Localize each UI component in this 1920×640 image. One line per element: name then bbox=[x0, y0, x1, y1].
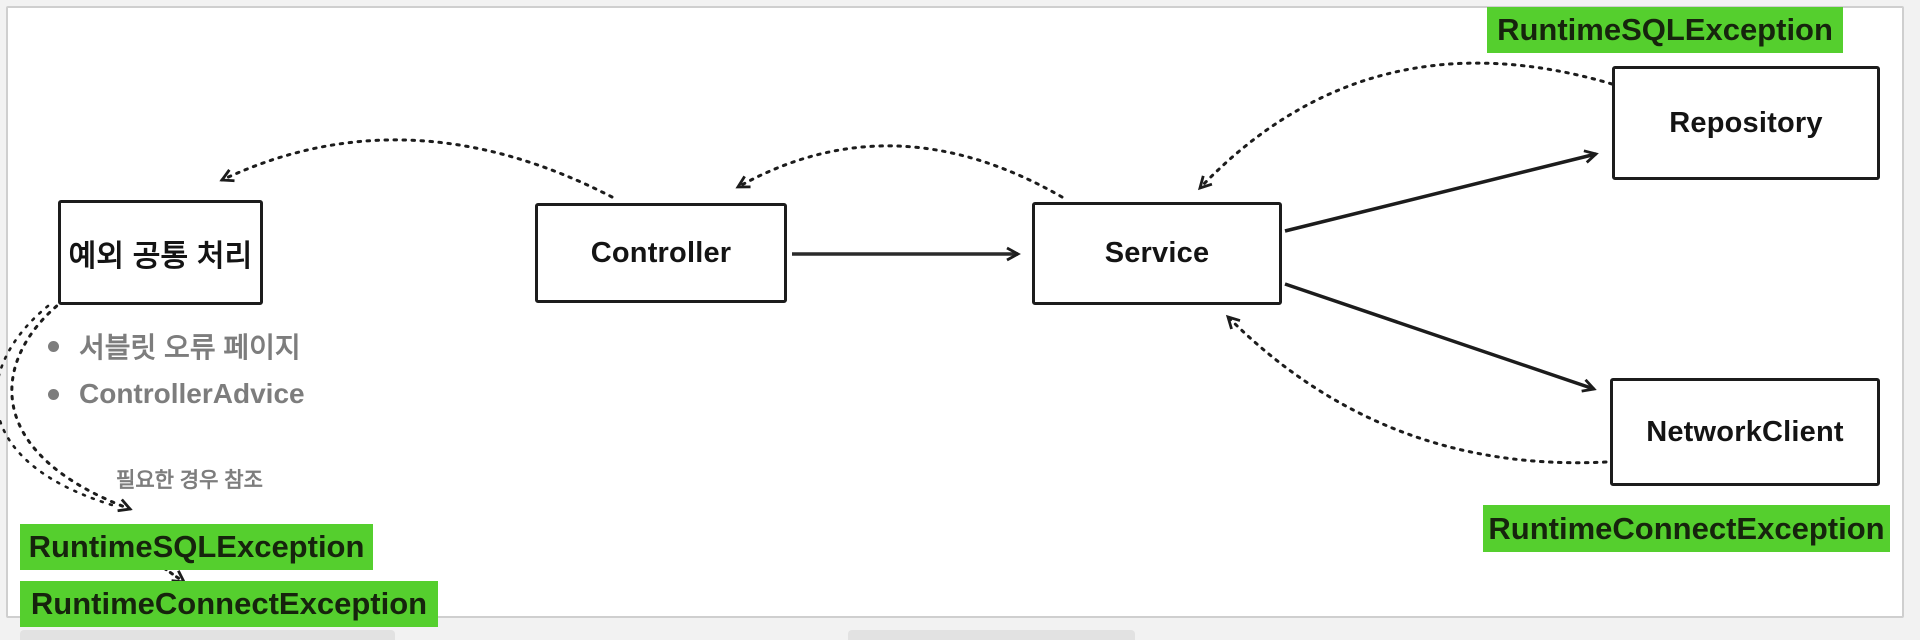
reference-note: 필요한 경우 참조 bbox=[116, 469, 263, 492]
handler-note-text: 서블릿 오류 페이지 bbox=[79, 332, 301, 363]
node-service-label: Service bbox=[1104, 237, 1210, 269]
handler-note-text: ControllerAdvice bbox=[79, 378, 305, 409]
node-repository-label: Repository bbox=[1669, 106, 1823, 139]
node-exception-handler: 예외 공통 처리 bbox=[58, 200, 263, 305]
node-controller: Controller bbox=[535, 203, 787, 303]
label-network-exception-text: RuntimeConnectException bbox=[1488, 510, 1885, 546]
node-exception-handler-label: 예외 공통 처리 bbox=[68, 239, 253, 273]
handler-note-item: ControllerAdvice bbox=[36, 378, 436, 410]
bottom-peek-element bbox=[20, 630, 395, 640]
label-repository-exception: RuntimeSQLException bbox=[1487, 7, 1843, 53]
label-handler-exception-connect-text: RuntimeConnectException bbox=[30, 586, 428, 621]
bottom-peek-element bbox=[848, 630, 1135, 640]
handler-note-item: 서블릿 오류 페이지 bbox=[36, 326, 436, 366]
bullet-icon bbox=[48, 388, 59, 400]
label-network-exception: RuntimeConnectException bbox=[1483, 505, 1890, 552]
node-network-client-label: NetworkClient bbox=[1646, 415, 1844, 448]
node-service: Service bbox=[1032, 202, 1282, 305]
label-repository-exception-text: RuntimeSQLException bbox=[1497, 12, 1833, 47]
label-handler-exception-connect: RuntimeConnectException bbox=[20, 581, 438, 627]
node-controller-label: Controller bbox=[590, 236, 732, 269]
label-handler-exception-sql-text: RuntimeSQLException bbox=[28, 529, 365, 564]
bullet-icon bbox=[48, 340, 59, 352]
node-network-client: NetworkClient bbox=[1610, 378, 1880, 486]
handler-notes: 서블릿 오류 페이지 ControllerAdvice bbox=[36, 326, 436, 422]
label-handler-exception-sql: RuntimeSQLException bbox=[20, 524, 373, 570]
node-repository: Repository bbox=[1612, 66, 1880, 180]
